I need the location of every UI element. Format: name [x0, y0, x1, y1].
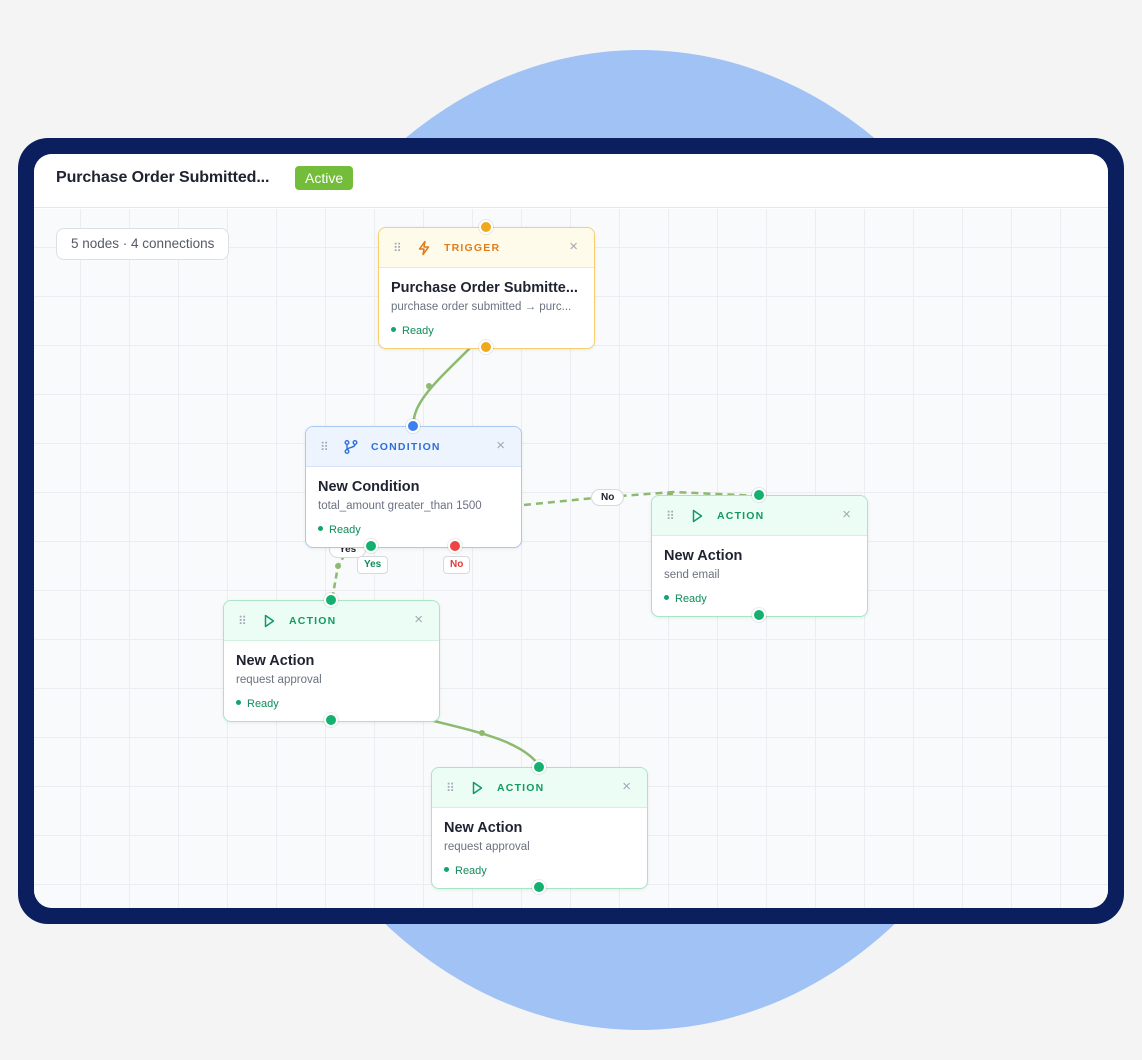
edge-midpoint — [426, 383, 432, 389]
node-title: New Action — [664, 548, 743, 564]
branch-tag-yes: Yes — [357, 556, 389, 574]
node-type-label: TRIGGER — [444, 242, 501, 254]
play-icon — [264, 614, 275, 628]
node-type-label: ACTION — [497, 782, 545, 794]
close-icon[interactable]: × — [414, 611, 423, 628]
node-trigger[interactable]: ⠿ TRIGGER × Purchase Order Submitte... p… — [378, 220, 595, 354]
output-handle[interactable] — [752, 608, 766, 622]
output-handle[interactable] — [324, 713, 338, 727]
node-header: ⠿ TRIGGER × — [379, 228, 594, 268]
close-icon[interactable]: × — [569, 238, 578, 255]
node-header: ⠿ ACTION × — [652, 496, 867, 536]
input-handle[interactable] — [479, 220, 493, 234]
node-description: request approval — [236, 674, 322, 686]
edge-trigger-condition[interactable] — [412, 347, 471, 428]
node-description: send email — [664, 569, 720, 581]
edge-label-no: No — [591, 489, 625, 506]
node-status: Ready — [664, 593, 707, 605]
input-handle[interactable] — [324, 593, 338, 607]
branch-icon — [344, 440, 358, 454]
node-title: Purchase Order Submitte... — [391, 280, 578, 296]
edge-condition-no[interactable] — [523, 490, 761, 507]
edge-approval-approval[interactable] — [429, 718, 542, 768]
node-title: New Action — [444, 820, 523, 836]
edge-midpoint — [479, 730, 485, 736]
node-description: total_amount greater_than 1500 — [318, 500, 482, 512]
drag-handle-icon[interactable]: ⠿ — [320, 440, 329, 454]
input-handle[interactable] — [532, 760, 546, 774]
close-icon[interactable]: × — [842, 506, 851, 523]
node-action-request-approval[interactable]: ⠿ ACTION × New Action request approval R… — [223, 593, 440, 727]
output-handle[interactable] — [532, 880, 546, 894]
branch-tag-no: No — [443, 556, 471, 574]
close-icon[interactable]: × — [622, 778, 631, 795]
status-dot — [391, 327, 396, 332]
node-status-label: Ready — [455, 865, 487, 877]
play-icon — [692, 509, 703, 523]
status-dot — [318, 526, 323, 531]
drag-handle-icon[interactable]: ⠿ — [393, 241, 402, 255]
drag-handle-icon[interactable]: ⠿ — [666, 509, 675, 523]
lightning-icon — [418, 240, 430, 256]
node-status-label: Ready — [329, 524, 361, 536]
edge-midpoint — [335, 563, 341, 569]
node-status-label: Ready — [247, 698, 279, 710]
node-header: ⠿ ACTION × — [224, 601, 439, 641]
node-header: ⠿ ACTION × — [432, 768, 647, 808]
workflow-editor-window: Purchase Order Submitted... Active 5 nod… — [34, 154, 1108, 908]
node-action-request-approval[interactable]: ⠿ ACTION × New Action request approval R… — [431, 760, 648, 894]
node-description: purchase order submitted → purc... — [391, 301, 572, 313]
status-dot — [444, 867, 449, 872]
output-handle[interactable] — [479, 340, 493, 354]
drag-handle-icon[interactable]: ⠿ — [238, 614, 247, 628]
status-dot — [236, 700, 241, 705]
input-handle[interactable] — [752, 488, 766, 502]
node-type-label: CONDITION — [371, 441, 441, 453]
workflow-title[interactable]: Purchase Order Submitted... — [56, 169, 270, 186]
node-status: Ready — [391, 325, 434, 337]
no-output-handle[interactable] — [448, 539, 462, 553]
close-icon[interactable]: × — [496, 437, 505, 454]
node-type-label: ACTION — [717, 510, 765, 522]
node-title: New Action — [236, 653, 315, 669]
node-status-label: Ready — [675, 593, 707, 605]
workflow-canvas[interactable]: 5 nodes · 4 connections Yes No ⠿ — [34, 209, 1108, 908]
node-title: New Condition — [318, 479, 420, 495]
status-badge: Active — [295, 166, 354, 190]
drag-handle-icon[interactable]: ⠿ — [446, 781, 455, 795]
node-type-label: ACTION — [289, 615, 337, 627]
input-handle[interactable] — [406, 419, 420, 433]
node-status: Ready — [444, 865, 487, 877]
node-action-send-email[interactable]: ⠿ ACTION × New Action send email Ready — [651, 488, 868, 622]
node-description: request approval — [444, 841, 530, 853]
editor-header: Purchase Order Submitted... Active — [34, 154, 1108, 208]
status-dot — [664, 595, 669, 600]
yes-output-handle[interactable] — [364, 539, 378, 553]
node-status: Ready — [236, 698, 279, 710]
play-icon — [472, 781, 483, 795]
canvas-stats-chip: 5 nodes · 4 connections — [56, 228, 230, 260]
node-header: ⠿ CONDITION × — [306, 427, 521, 467]
node-condition[interactable]: ⠿ CONDITION × New Condition total_amount… — [305, 419, 522, 574]
node-status-label: Ready — [402, 325, 434, 337]
node-status: Ready — [318, 524, 361, 536]
